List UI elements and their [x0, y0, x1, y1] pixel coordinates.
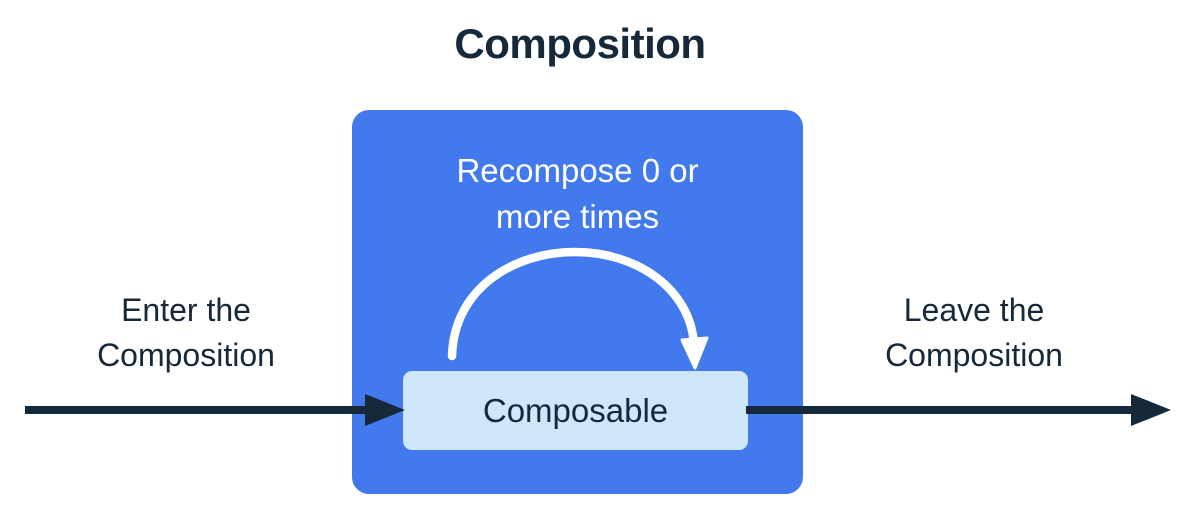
recompose-label: Recompose 0 or more times	[456, 152, 699, 235]
composable-node: Composable	[403, 371, 748, 450]
enter-arrow-right-icon	[25, 394, 405, 426]
composable-label: Composable	[482, 391, 669, 429]
curved-loop-arrow-icon	[447, 247, 709, 370]
enter-composition-label: Enter the Composition	[97, 292, 275, 373]
leave-arrow-right-icon	[746, 394, 1171, 426]
leave-composition-label: Leave the Composition	[885, 292, 1063, 373]
page-title: Composition	[454, 20, 706, 67]
